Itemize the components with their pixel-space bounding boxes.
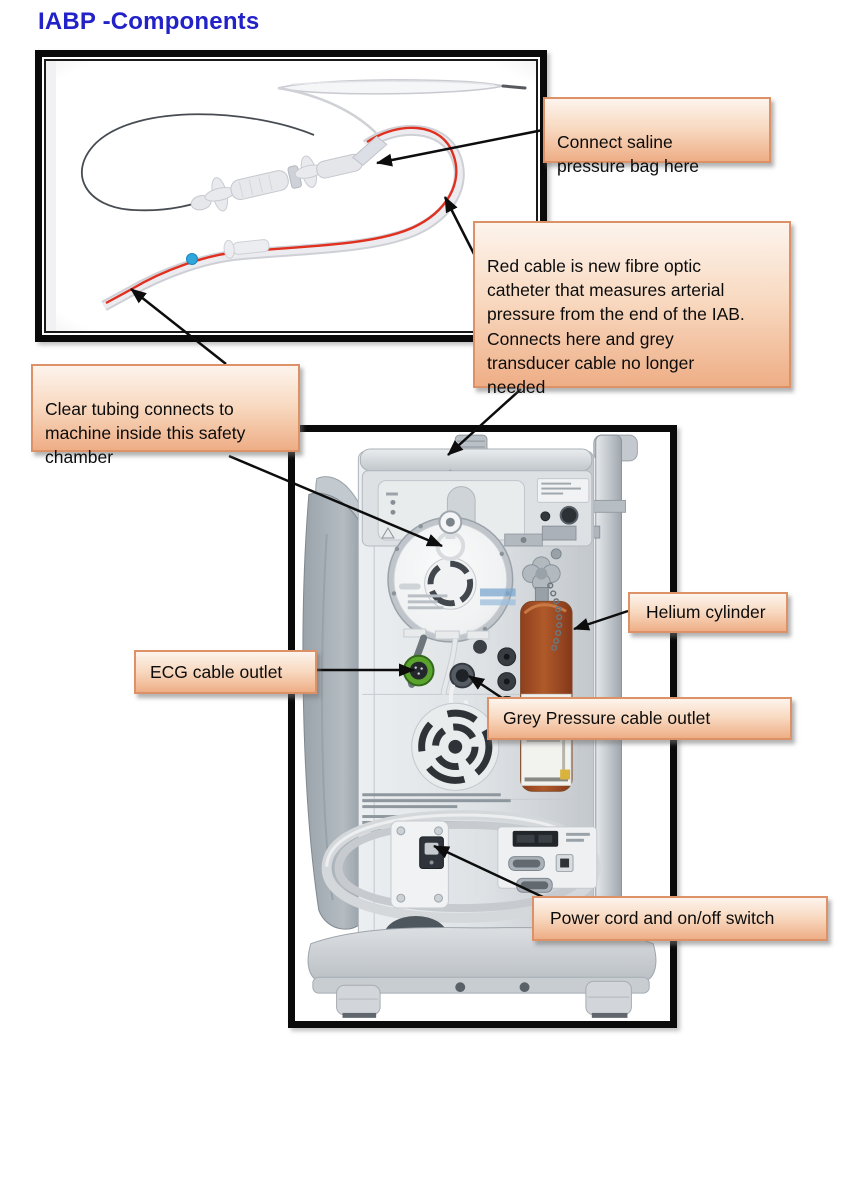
cooling-fan	[411, 702, 500, 791]
callout-ecg-cable-outlet: ECG cable outlet	[134, 650, 317, 694]
rear-connector-panel	[497, 826, 598, 893]
iab-balloon	[277, 79, 527, 134]
catheter-hub	[190, 135, 388, 212]
catheter-figure	[44, 59, 538, 333]
callout-helium-cylinder: Helium cylinder	[628, 592, 788, 633]
power-inlet-plate	[390, 820, 449, 909]
callout-ecg-cable-outlet-text: ECG cable outlet	[150, 661, 283, 682]
callout-clear-tubing: Clear tubing connects to machine inside …	[31, 364, 300, 467]
safety-chamber	[387, 510, 516, 695]
blue-marker	[186, 253, 198, 265]
cart-base	[307, 915, 657, 1018]
callout-grey-pressure-cable-outlet: Grey Pressure cable outlet	[487, 697, 792, 740]
callout-red-cable-info-text: Red cable is new fibre optic catheter th…	[487, 256, 745, 397]
callout-power-cord: Power cord and on/off switch	[532, 896, 828, 941]
callout-connect-saline: Connect saline pressure bag here	[543, 97, 771, 176]
callout-power-cord-text: Power cord and on/off switch	[550, 908, 775, 929]
aux-port-large	[559, 505, 579, 525]
callout-helium-cylinder-text: Helium cylinder	[646, 602, 766, 623]
guidewire	[80, 113, 315, 212]
tubing-connector	[223, 239, 270, 259]
callout-red-cable-info: Red cable is new fibre optic catheter th…	[473, 221, 791, 397]
catheter-illustration	[46, 61, 536, 331]
catheter-figure-frame	[35, 50, 547, 342]
aux-port-small	[540, 511, 551, 522]
callout-grey-pressure-cable-outlet-text: Grey Pressure cable outlet	[503, 708, 711, 729]
page-title: IABP -Components	[38, 8, 260, 35]
callout-connect-saline-text: Connect saline pressure bag here	[557, 132, 700, 177]
cylinder-chain	[547, 582, 563, 651]
catheter-background	[46, 61, 536, 331]
callout-clear-tubing-text: Clear tubing connects to machine inside …	[45, 399, 246, 468]
